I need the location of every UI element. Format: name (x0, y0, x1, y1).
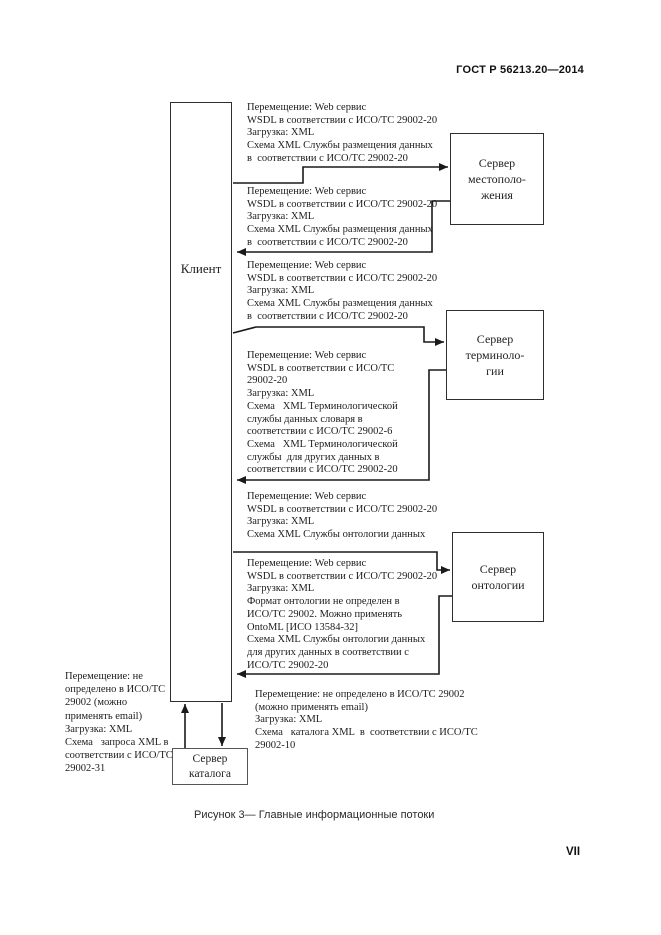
flow-text-from-location: Перемещение: Web сервис WSDL в соответст… (247, 186, 438, 248)
location-server-box: Сервер местополо- жения (450, 133, 544, 225)
catalog-server-label: Сервер каталога (189, 752, 231, 780)
client-label: Клиент (180, 261, 222, 276)
client-box: Клиент (170, 102, 232, 702)
terminology-server-box: Сервер терминоло- гии (446, 310, 544, 400)
ontology-server-box: Сервер онтологии (452, 532, 544, 622)
page-header-standard-number: ГОСТ Р 56213.20—2014 (456, 64, 584, 76)
catalog-server-box: Сервер каталога (172, 748, 248, 785)
flow-text-to-location: Перемещение: Web сервис WSDL в соответст… (247, 102, 438, 164)
flow-text-to-terminology: Перемещение: Web сервис WSDL в соответст… (247, 260, 438, 322)
arrow-client-to-location (233, 163, 448, 184)
arrow-client-to-terminology (232, 326, 444, 346)
flow-text-to-ontology: Перемещение: Web сервис WSDL в соответст… (247, 491, 438, 541)
ontology-server-label: Сервер онтологии (471, 562, 525, 592)
flow-text-ontology-detail: Перемещение: Web сервис WSDL в соответст… (247, 558, 438, 671)
terminology-server-label: Сервер терминоло- гии (465, 332, 525, 378)
flow-text-catalog-request: Перемещение: не определено в ИСО/ТС 2900… (65, 671, 173, 775)
location-server-label: Сервер местополо- жения (468, 156, 526, 202)
page-number: VII (566, 846, 581, 858)
flow-text-catalog-response: Перемещение: не определено в ИСО/ТС 2900… (255, 689, 478, 751)
figure-caption: Рисунок 3— Главные информационные потоки (194, 809, 435, 821)
flow-text-terminology-detail: Перемещение: Web сервис WSDL в соответст… (247, 350, 398, 476)
